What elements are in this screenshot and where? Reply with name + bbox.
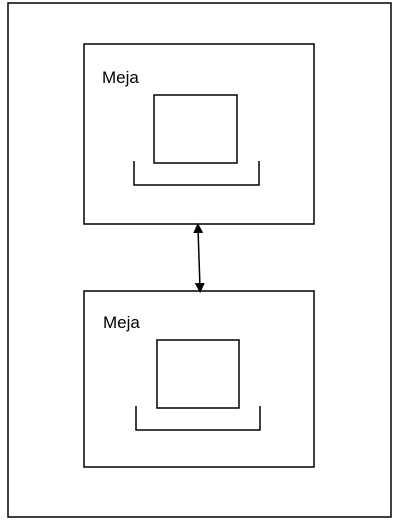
monitor-screen-icon-2 xyxy=(156,339,240,409)
table-label-2: Meja xyxy=(103,313,140,332)
bidirectional-arrow xyxy=(193,223,205,293)
monitor-screen-icon-1 xyxy=(153,94,238,164)
table-box-2: Meja xyxy=(83,290,315,468)
table-box-1: Meja xyxy=(83,43,315,225)
table-box-2-border xyxy=(83,290,315,468)
outer-frame xyxy=(7,2,392,518)
keyboard-tray-icon-2 xyxy=(135,406,261,431)
keyboard-tray-icon-1 xyxy=(133,161,260,186)
table-label-1: Meja xyxy=(102,68,139,87)
